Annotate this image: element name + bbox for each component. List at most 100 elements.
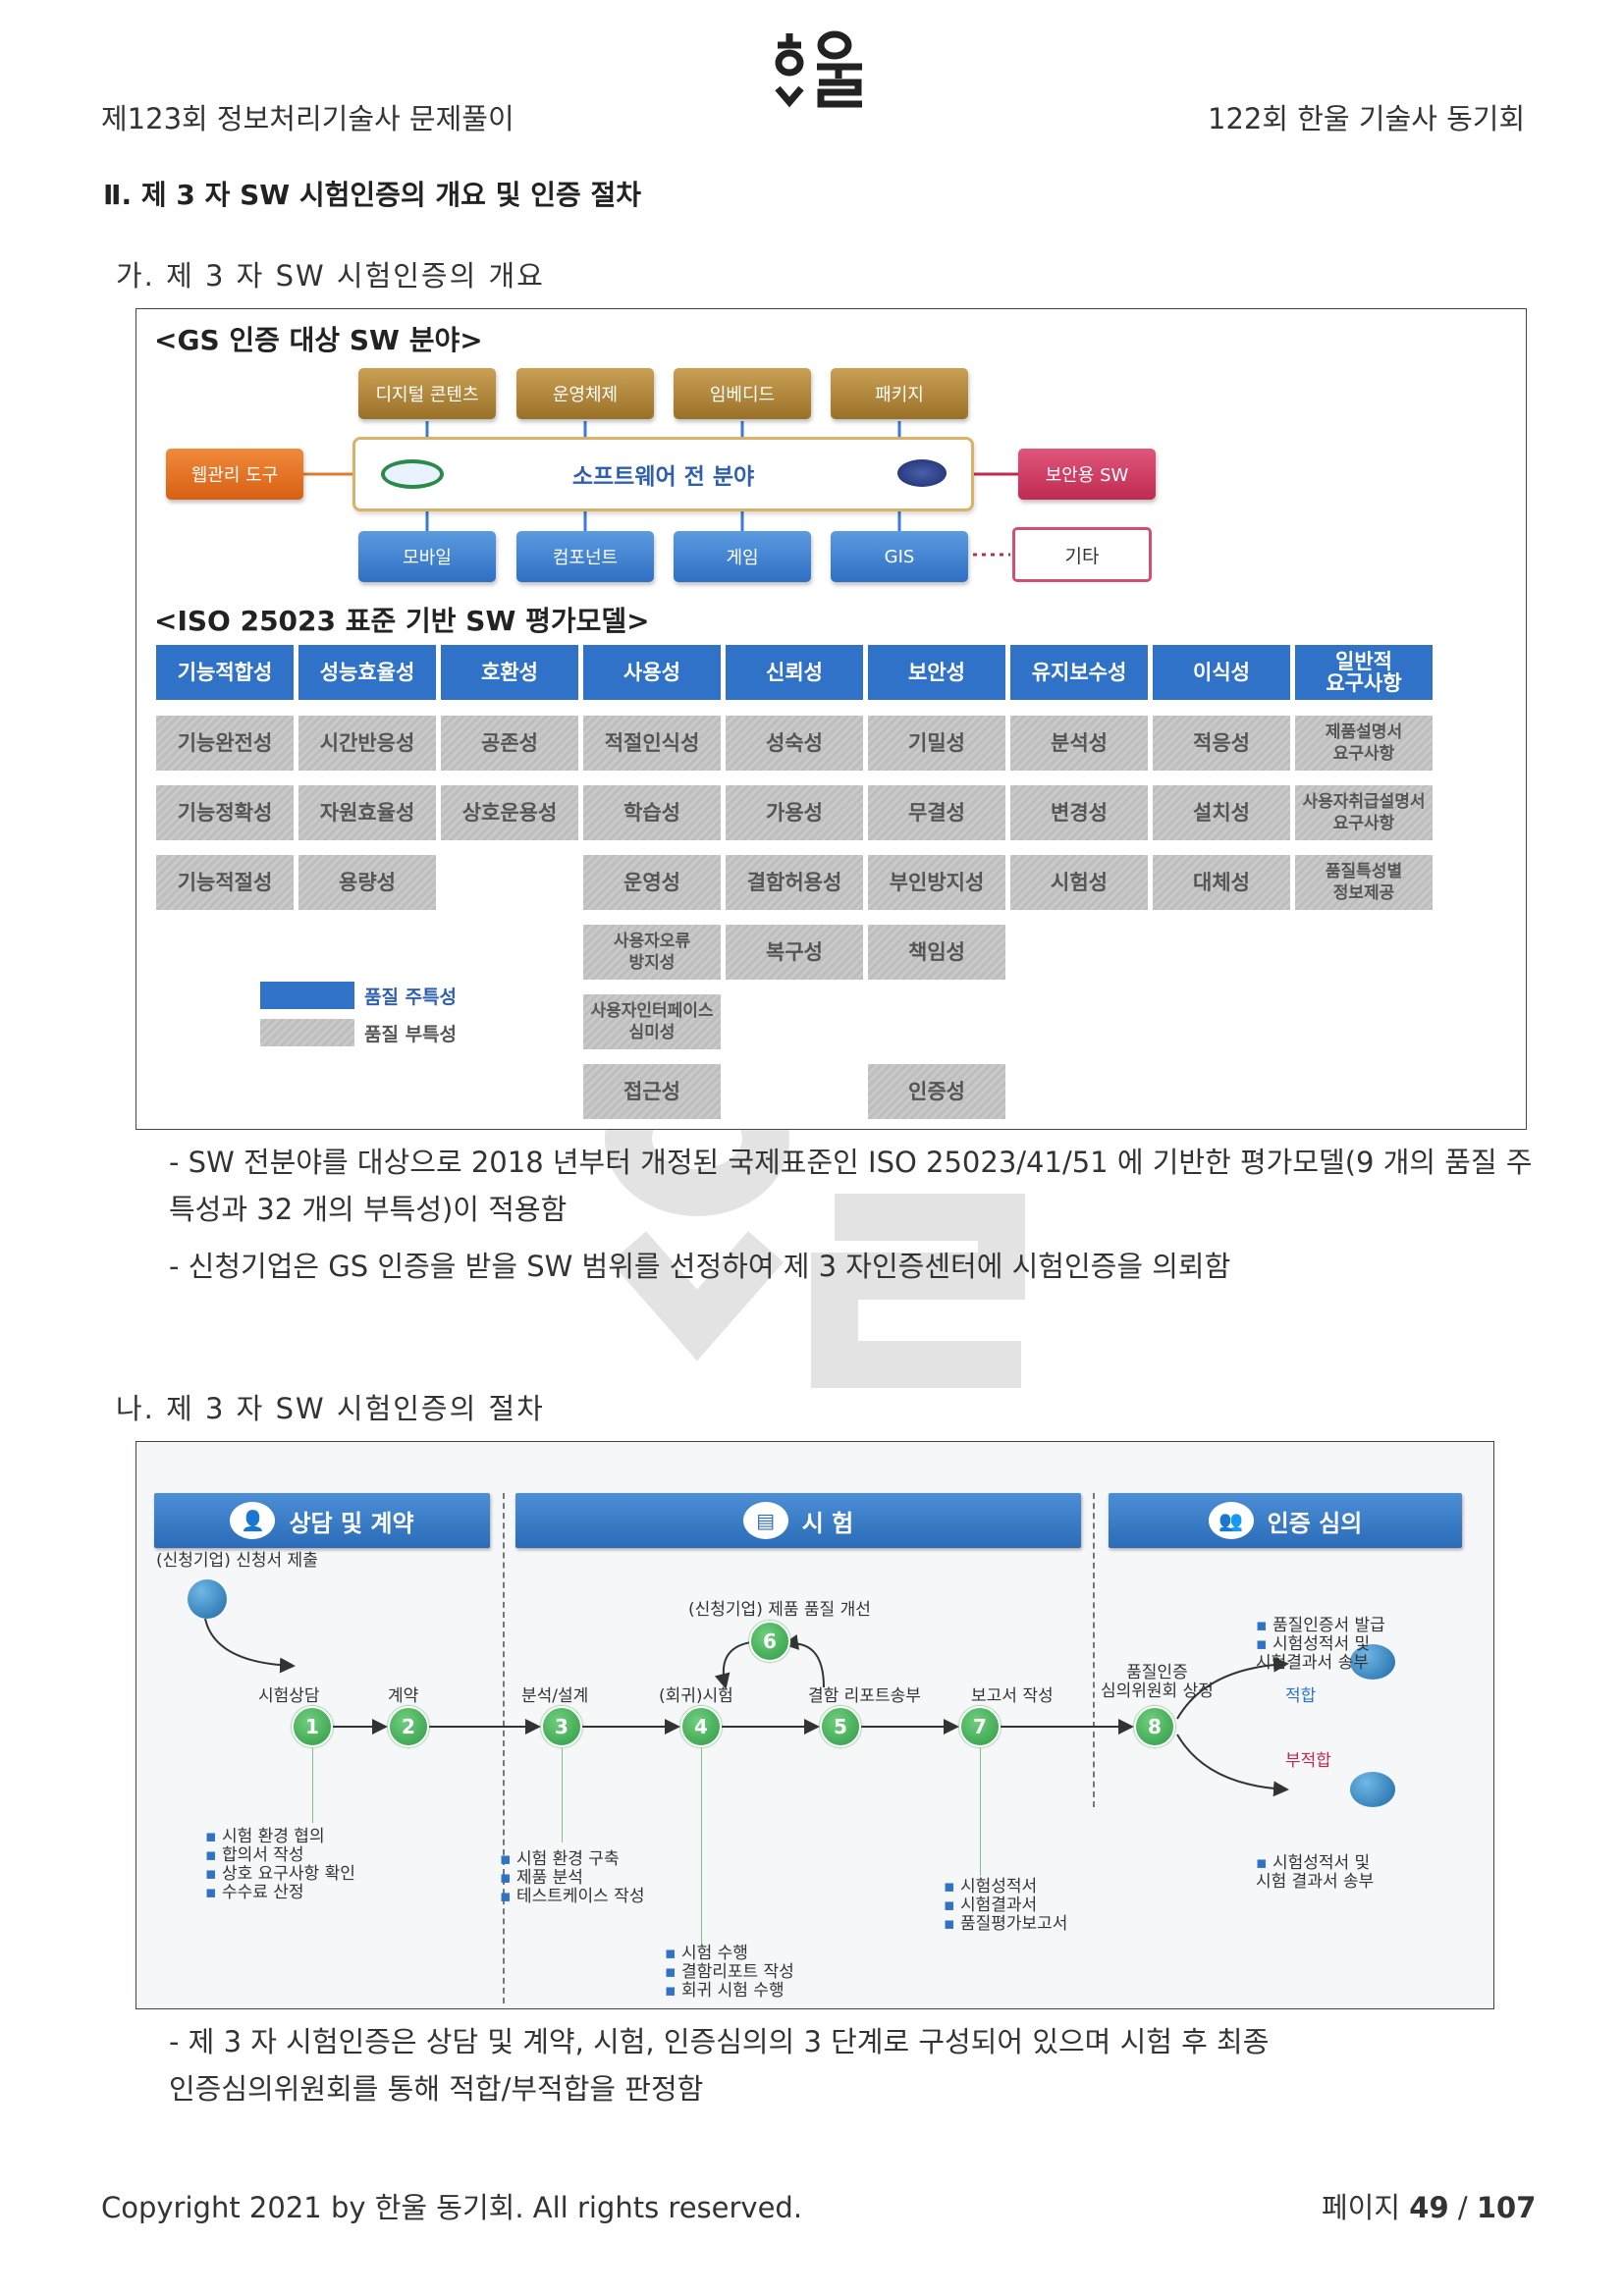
iso-header-9: 일반적 요구사항: [1295, 645, 1433, 700]
step-node-2: 2: [388, 1706, 429, 1747]
iso-sub-6-5: 인증성: [868, 1064, 1005, 1119]
step-node-1: 1: [292, 1706, 333, 1747]
iso-sub-8-3: 대체성: [1153, 855, 1290, 910]
iso-sub-7-1: 분석성: [1010, 716, 1148, 771]
iso-sub-4-3: 운영성: [583, 855, 721, 910]
gs-top-box-3: 임베디드: [674, 368, 811, 419]
step-node-6: 6: [749, 1621, 790, 1662]
notes-step-4: 시험 수행결함리포트 작성회귀 시험 수행: [665, 1945, 794, 2001]
legend-main-label: 품질 주특성: [364, 987, 458, 1008]
step-label-7: 보고서 작성: [971, 1686, 1054, 1706]
iso-sub-2-3: 용량성: [298, 855, 436, 910]
improve-label: (신청기업) 제품 품질 개선: [688, 1600, 871, 1620]
iso-sub-3-1: 공존성: [441, 716, 578, 771]
gs-mark-icon: [381, 459, 444, 489]
step-node-7: 7: [959, 1706, 1001, 1747]
footer-page: 페이지 49 / 107: [1322, 2185, 1536, 2226]
step-node-4: 4: [680, 1706, 722, 1747]
flow-arrows: [204, 1618, 1289, 1797]
phase-review: 👥인증 심의: [1109, 1493, 1462, 1548]
header-right: 122회 한울 기술사 동기회: [1208, 102, 1526, 135]
notes-step-7: 시험성적서시험결과서품질평가보고서: [944, 1878, 1067, 1934]
iso-sub-2-2: 자원효율성: [298, 785, 436, 840]
gs-top-box-1: 디지털 콘텐츠: [358, 368, 496, 419]
iso-sub-5-3: 결함허용성: [726, 855, 863, 910]
iso-sub-1-3: 기능적절성: [156, 855, 294, 910]
group-icon: 👥: [1208, 1502, 1254, 1539]
phase-divider-2: [1093, 1493, 1095, 1807]
iso-header-3: 호환성: [441, 645, 578, 700]
iso-sub-5-4: 복구성: [726, 925, 863, 980]
gs-right-box: 보안용 SW: [1018, 449, 1156, 500]
gs-bottom-box-2: 컴포넌트: [516, 531, 654, 582]
phase-test: ▤ 시 험: [515, 1493, 1081, 1548]
gs-bottom-box-4: GIS: [831, 531, 968, 582]
iso-sub-4-6: 접근성: [583, 1064, 721, 1119]
phase-divider-1: [503, 1493, 505, 2003]
iso-header-6: 보안성: [868, 645, 1005, 700]
gs-etc-box: 기타: [1012, 527, 1152, 582]
gs-center-label: 소프트웨어 전 분야: [571, 464, 755, 490]
iso-header-7: 유지보수성: [1010, 645, 1148, 700]
gs-top-box-2: 운영체제: [516, 368, 654, 419]
iso-title: <ISO 25023 표준 기반 SW 평가모델>: [154, 605, 650, 637]
page-total: 107: [1476, 2191, 1537, 2224]
iso-header-4: 사용성: [583, 645, 721, 700]
subsection-a: 가. 제 3 자 SW 시험인증의 개요: [116, 259, 545, 293]
gs-bottom-box-1: 모바일: [358, 531, 496, 582]
fail-ball: [1350, 1772, 1395, 1807]
phase-consult-label: 상담 및 계약: [289, 1509, 414, 1537]
step-label-5: 결함 리포트송부: [808, 1686, 921, 1706]
para-b-2: 인증심의위원회를 통해 적합/부적합을 판정함: [169, 2072, 704, 2106]
figure-procedure: 👤 상담 및 계약 ▤ 시 험 👥인증 심의 (신청기업) 신청서 제출 (신청기업…: [135, 1441, 1494, 2009]
iso-sub-8-1: 적응성: [1153, 716, 1290, 771]
iso-sub-9-1: 제품설명서 요구사항: [1295, 716, 1433, 771]
user-search-icon: 👤: [230, 1502, 276, 1539]
step-label-1: 시험상담: [258, 1686, 320, 1706]
iso-sub-7-3: 시험성: [1010, 855, 1148, 910]
iso-sub-5-2: 가용성: [726, 785, 863, 840]
iso-sub-4-2: 학습성: [583, 785, 721, 840]
phase-test-label: 시 험: [801, 1509, 854, 1537]
guide-1: [312, 1748, 313, 1823]
gs-left-box: 웹관리 도구: [166, 449, 303, 500]
gs-top-box-4: 패키지: [831, 368, 968, 419]
notes-step-1: 시험 환경 협의합의서 작성상호 요구사항 확인수수료 산정: [205, 1828, 355, 1902]
iso-sub-6-2: 무결성: [868, 785, 1005, 840]
phase-consult: 👤 상담 및 계약: [154, 1493, 490, 1548]
legend-sub-swatch: [260, 1019, 354, 1046]
kr-mark-icon: [897, 459, 947, 487]
gs-center-box: 소프트웨어 전 분야: [352, 437, 974, 511]
iso-sub-9-2: 사용자취급설명서 요구사항: [1295, 785, 1433, 840]
step-node-5: 5: [820, 1706, 861, 1747]
figure-gs-iso: <GS 인증 대상 SW 분야> 디지털 콘텐츠 운영체제 임베디드 패키지 웹…: [135, 308, 1527, 1130]
subsection-b: 나. 제 3 자 SW 시험인증의 절차: [116, 1392, 545, 1425]
step-label-2: 계약: [388, 1686, 419, 1706]
iso-sub-6-1: 기밀성: [868, 716, 1005, 771]
step-label-8: 품질인증 심의위원회 상정: [1101, 1663, 1214, 1701]
iso-sub-4-5: 사용자인터페이스 심미성: [583, 994, 721, 1049]
iso-header-5: 신뢰성: [726, 645, 863, 700]
apply-ball: [188, 1579, 227, 1619]
iso-sub-4-1: 적절인식성: [583, 716, 721, 771]
iso-sub-5-1: 성숙성: [726, 716, 863, 771]
guide-7: [980, 1748, 981, 1876]
legend-sub-label: 품질 부특성: [364, 1024, 458, 1045]
para-a-2: - 신청기업은 GS 인증을 받을 SW 범위를 선정하여 제 3 자인증센터에…: [169, 1250, 1231, 1283]
page-label: 페이지: [1322, 2191, 1401, 2224]
step-node-3: 3: [541, 1706, 582, 1747]
iso-sub-1-2: 기능정확성: [156, 785, 294, 840]
watermark: [589, 1041, 1041, 1414]
iso-sub-9-3: 품질특성별 정보제공: [1295, 855, 1433, 910]
step-label-3: 분석/설계: [521, 1686, 589, 1706]
gs-connectors: [303, 421, 1018, 557]
iso-sub-6-4: 책임성: [868, 925, 1005, 980]
para-a-1: - SW 전분야를 대상으로 2018 년부터 개정된 국제표준인 ISO 25…: [169, 1146, 1533, 1226]
pass-label: 적합: [1285, 1686, 1317, 1706]
screen-icon: ▤: [742, 1502, 788, 1539]
step-label-4: (회귀)시험: [659, 1686, 733, 1706]
apply-label: (신청기업) 신청서 제출: [156, 1551, 318, 1571]
gs-title: <GS 인증 대상 SW 분야>: [154, 324, 483, 356]
step-node-8: 8: [1134, 1706, 1175, 1747]
guide-3: [562, 1748, 563, 1842]
